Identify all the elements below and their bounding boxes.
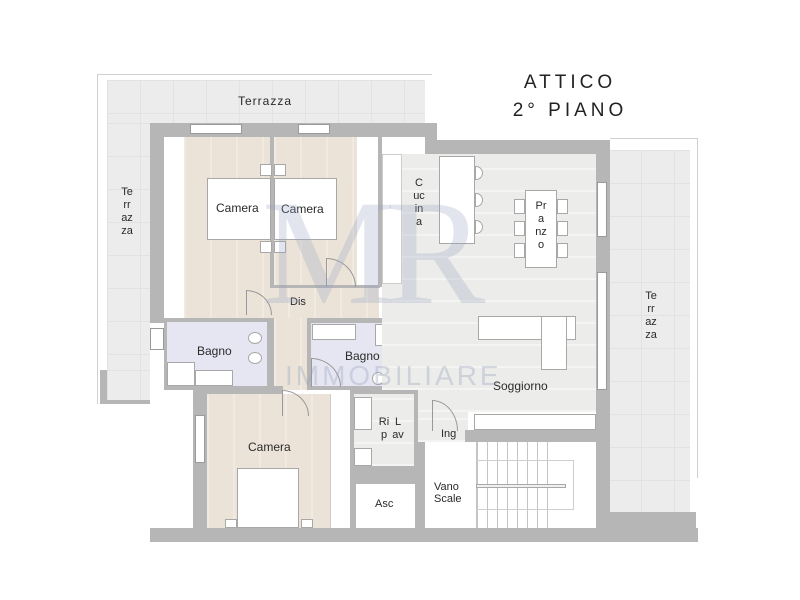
room-ing-label: Ing xyxy=(441,428,457,440)
room-dis xyxy=(184,287,379,322)
window-right-1 xyxy=(597,182,607,237)
room-rip-lav xyxy=(354,394,414,466)
chair-5 xyxy=(557,221,568,236)
wall-asc xyxy=(350,478,425,484)
wall-ing-right xyxy=(465,430,596,442)
closet-camera3 xyxy=(330,394,350,528)
nightstand-4 xyxy=(274,241,286,253)
room-vano-scale-label-2: Scale xyxy=(434,493,462,505)
room-pranzo-label: Pranzo xyxy=(535,200,547,251)
wall-dis-top xyxy=(270,285,380,288)
tv-cabinet xyxy=(474,414,596,430)
nightstand-1 xyxy=(260,164,272,176)
chair-3 xyxy=(514,243,525,258)
nightstand-2 xyxy=(260,241,272,253)
window-top-1 xyxy=(190,124,242,134)
room-asc-label: Asc xyxy=(375,498,394,510)
bed-camera-3 xyxy=(237,468,299,528)
room-camera-1-label: Camera xyxy=(216,201,259,215)
nightstand-5 xyxy=(225,519,237,528)
window-left-camera3 xyxy=(195,415,205,463)
room-bagno-1-label: Bagno xyxy=(197,344,232,358)
terrace-outline-left xyxy=(97,74,432,404)
nightstand-3 xyxy=(274,164,286,176)
room-dis-label: Dis xyxy=(290,296,306,308)
terrace-left-label: Terrazza xyxy=(121,186,133,237)
room-soggiorno-label: Soggiorno xyxy=(493,379,548,393)
terrace-top-label: Terrazza xyxy=(238,94,293,108)
wall-camera1-camera2 xyxy=(270,137,274,287)
terrace-left-lower xyxy=(107,370,150,400)
shower-bagno-1 xyxy=(167,362,195,386)
wall-right-terrace-bottom xyxy=(596,512,696,530)
corridor xyxy=(274,318,309,390)
nightstand-6 xyxy=(301,519,313,528)
floor-title-line2: 2° PIANO xyxy=(512,100,628,121)
closet-camera1 xyxy=(164,137,184,317)
terrace-top xyxy=(107,80,425,123)
kitchen-wall-left xyxy=(378,137,382,287)
chair-4 xyxy=(557,199,568,214)
window-bagno-1 xyxy=(150,328,164,350)
sofa-chaise xyxy=(541,316,567,370)
room-vano-scale-label-1: Vano xyxy=(434,481,459,493)
room-camera-3-label: Camera xyxy=(248,440,291,454)
room-cucina-label: Cucina xyxy=(413,177,425,228)
washer-rip xyxy=(354,448,372,466)
sink-rip xyxy=(354,397,372,430)
kitchen-island xyxy=(439,156,475,244)
terrace-right xyxy=(608,150,690,512)
chair-6 xyxy=(557,243,568,258)
wall-bottom xyxy=(150,528,698,542)
wall-top-right xyxy=(425,140,610,154)
kitchen-counter xyxy=(382,154,402,284)
closet-camera2 xyxy=(357,137,378,287)
bidet-bagno-1 xyxy=(248,352,262,364)
sink-bagno-1 xyxy=(195,370,233,386)
wall-camera3-top xyxy=(193,386,283,394)
terrace-outline-right xyxy=(610,138,698,478)
stair-outline xyxy=(476,460,574,510)
room-asc xyxy=(360,484,415,528)
chair-1 xyxy=(514,199,525,214)
room-bagno-2-label: Bagno xyxy=(345,349,380,363)
room-lav-label: Lav xyxy=(392,416,404,441)
floor-title-line1: ATTICO xyxy=(523,72,617,93)
toilet-bagno-1 xyxy=(248,332,262,344)
wall-left xyxy=(150,123,164,323)
room-camera-2-label: Camera xyxy=(281,202,324,216)
dining-table xyxy=(525,190,557,268)
bed-camera-2 xyxy=(274,178,337,240)
bed-camera-1 xyxy=(207,178,271,240)
room-rip-label: Rip xyxy=(378,416,390,441)
wall-asc-right xyxy=(415,442,425,528)
window-top-2 xyxy=(298,124,330,134)
stair-landing-line xyxy=(476,484,566,488)
terrace-left xyxy=(107,123,150,403)
terrace-right-label: Terrazza xyxy=(645,290,657,341)
window-right-2 xyxy=(597,272,607,390)
sink-bagno-2 xyxy=(312,324,356,340)
chair-2 xyxy=(514,221,525,236)
